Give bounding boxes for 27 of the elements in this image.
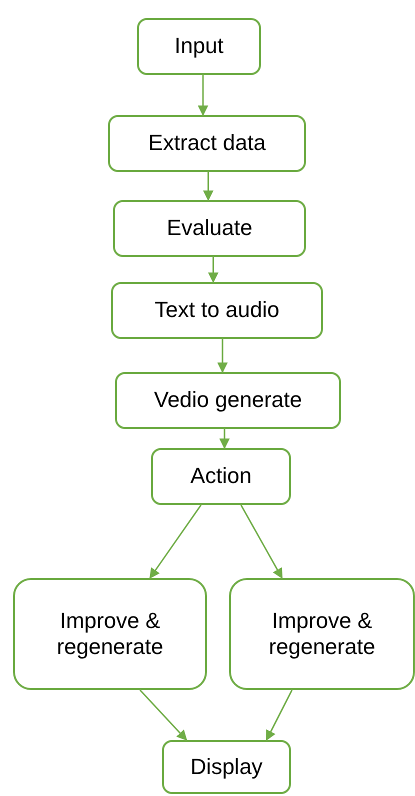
arrow xyxy=(240,504,283,579)
process-box xyxy=(137,18,261,75)
box-label: Text to audio xyxy=(154,297,280,324)
arrow xyxy=(139,689,188,741)
box-label: Evaluate xyxy=(166,215,252,242)
process-box xyxy=(151,448,291,505)
box-label: Vedio generate xyxy=(154,387,302,414)
process-box xyxy=(115,372,341,429)
arrow xyxy=(208,257,218,284)
process-box xyxy=(13,578,207,690)
arrow xyxy=(266,690,293,741)
box-label: Action xyxy=(190,463,252,490)
box-label: Extract data xyxy=(148,130,266,157)
process-box xyxy=(162,740,291,794)
arrow xyxy=(198,75,208,116)
process-box xyxy=(229,578,415,690)
arrow xyxy=(203,172,214,202)
process-box xyxy=(113,200,306,257)
box-label: Improve & regenerate xyxy=(56,608,164,660)
process-box xyxy=(108,115,306,172)
arrow xyxy=(219,429,230,450)
arrow xyxy=(217,339,228,374)
process-box xyxy=(111,282,323,339)
box-label: Input xyxy=(174,33,224,60)
box-label: Display xyxy=(190,754,263,780)
box-label: Improve & regenerate xyxy=(268,608,376,660)
arrow xyxy=(149,504,202,579)
